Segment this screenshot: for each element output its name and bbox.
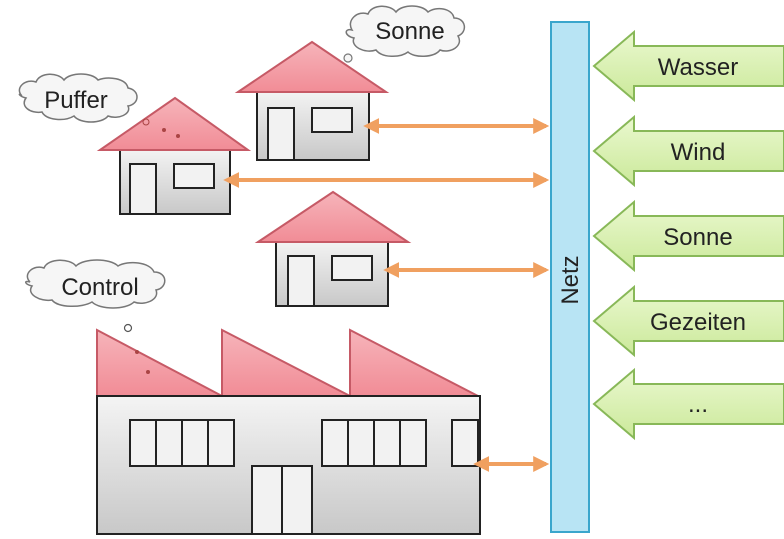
house-solar	[234, 40, 390, 161]
source-label: Wind	[671, 139, 726, 166]
factory-door	[251, 465, 313, 535]
grid-links	[223, 118, 550, 472]
thought-sonne-label: Sonne	[375, 18, 444, 45]
house-window	[311, 107, 353, 133]
thought-cloud-puffer: Puffer	[18, 73, 138, 123]
house-buffer	[96, 96, 252, 215]
source-label: Sonne	[663, 224, 732, 251]
house-door	[287, 255, 315, 307]
house-plain	[254, 190, 412, 307]
thought-control-label: Control	[61, 274, 138, 301]
factory-windows-left	[129, 419, 235, 467]
factory-windows-right	[321, 419, 479, 467]
source-label: Wasser	[658, 54, 738, 81]
source-arrow-sonne: Sonne	[592, 199, 784, 273]
house-window	[331, 255, 373, 281]
grid-bar: Netz	[550, 21, 590, 533]
house-window	[173, 163, 215, 189]
source-label: ...	[688, 391, 708, 418]
house-door	[267, 107, 295, 161]
source-arrow-wasser: Wasser	[592, 29, 784, 103]
source-arrows: Wasser Wind Sonne Gezeiten ...	[592, 29, 784, 441]
source-arrow-more: ...	[592, 367, 784, 441]
house-door	[129, 163, 157, 215]
source-arrow-gezeiten: Gezeiten	[592, 284, 784, 358]
source-arrow-wind: Wind	[592, 114, 784, 188]
source-label: Gezeiten	[650, 309, 746, 336]
grid-label: Netz	[557, 255, 584, 304]
thought-cloud-control: Control	[25, 259, 166, 309]
thought-cloud-sonne: Sonne	[336, 5, 466, 71]
thought-puffer-label: Puffer	[44, 87, 108, 114]
factory	[96, 323, 481, 535]
